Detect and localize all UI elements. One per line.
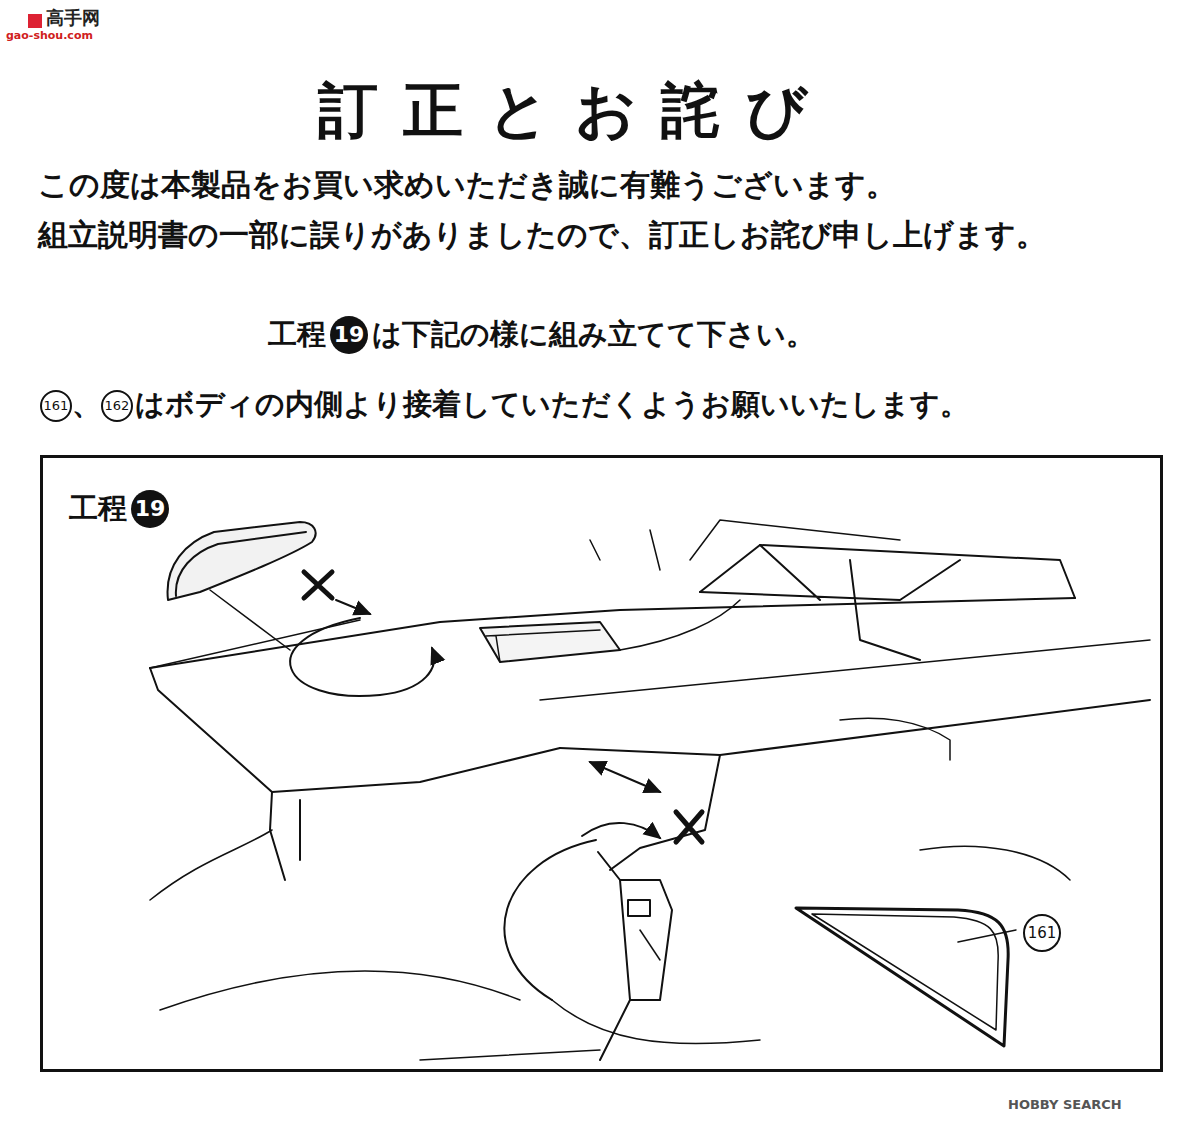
step-number: 19 bbox=[330, 316, 368, 354]
part-number: 162 bbox=[101, 390, 133, 422]
part-number: 161 bbox=[40, 390, 72, 422]
watermark-logo: 高手网 bbox=[46, 8, 100, 29]
step-word: 工程 bbox=[69, 492, 127, 525]
instruction-text: はボディの内側より接着していただくようお願いいたします。 bbox=[135, 388, 969, 421]
figure-frame: 工程19 161 bbox=[40, 455, 1163, 1072]
intro-line: この度は本製品をお買い求めいただき誠に有難うございます。 bbox=[38, 168, 896, 203]
step-word: 工程 bbox=[268, 318, 326, 351]
separator: 、 bbox=[72, 388, 101, 421]
watermark-url: gao-shou.com bbox=[6, 30, 93, 43]
step-number: 19 bbox=[131, 490, 169, 528]
intro-line: 組立説明書の一部に誤りがありましたので、訂正しお詫び申し上げます。 bbox=[38, 218, 1046, 253]
watermark-text: HOBBY SEARCH bbox=[1008, 1098, 1122, 1113]
title: 訂正とお詫び bbox=[318, 76, 832, 145]
instruction-text: は下記の様に組み立てて下さい。 bbox=[372, 318, 815, 351]
callout-number: 161 bbox=[1023, 914, 1061, 952]
